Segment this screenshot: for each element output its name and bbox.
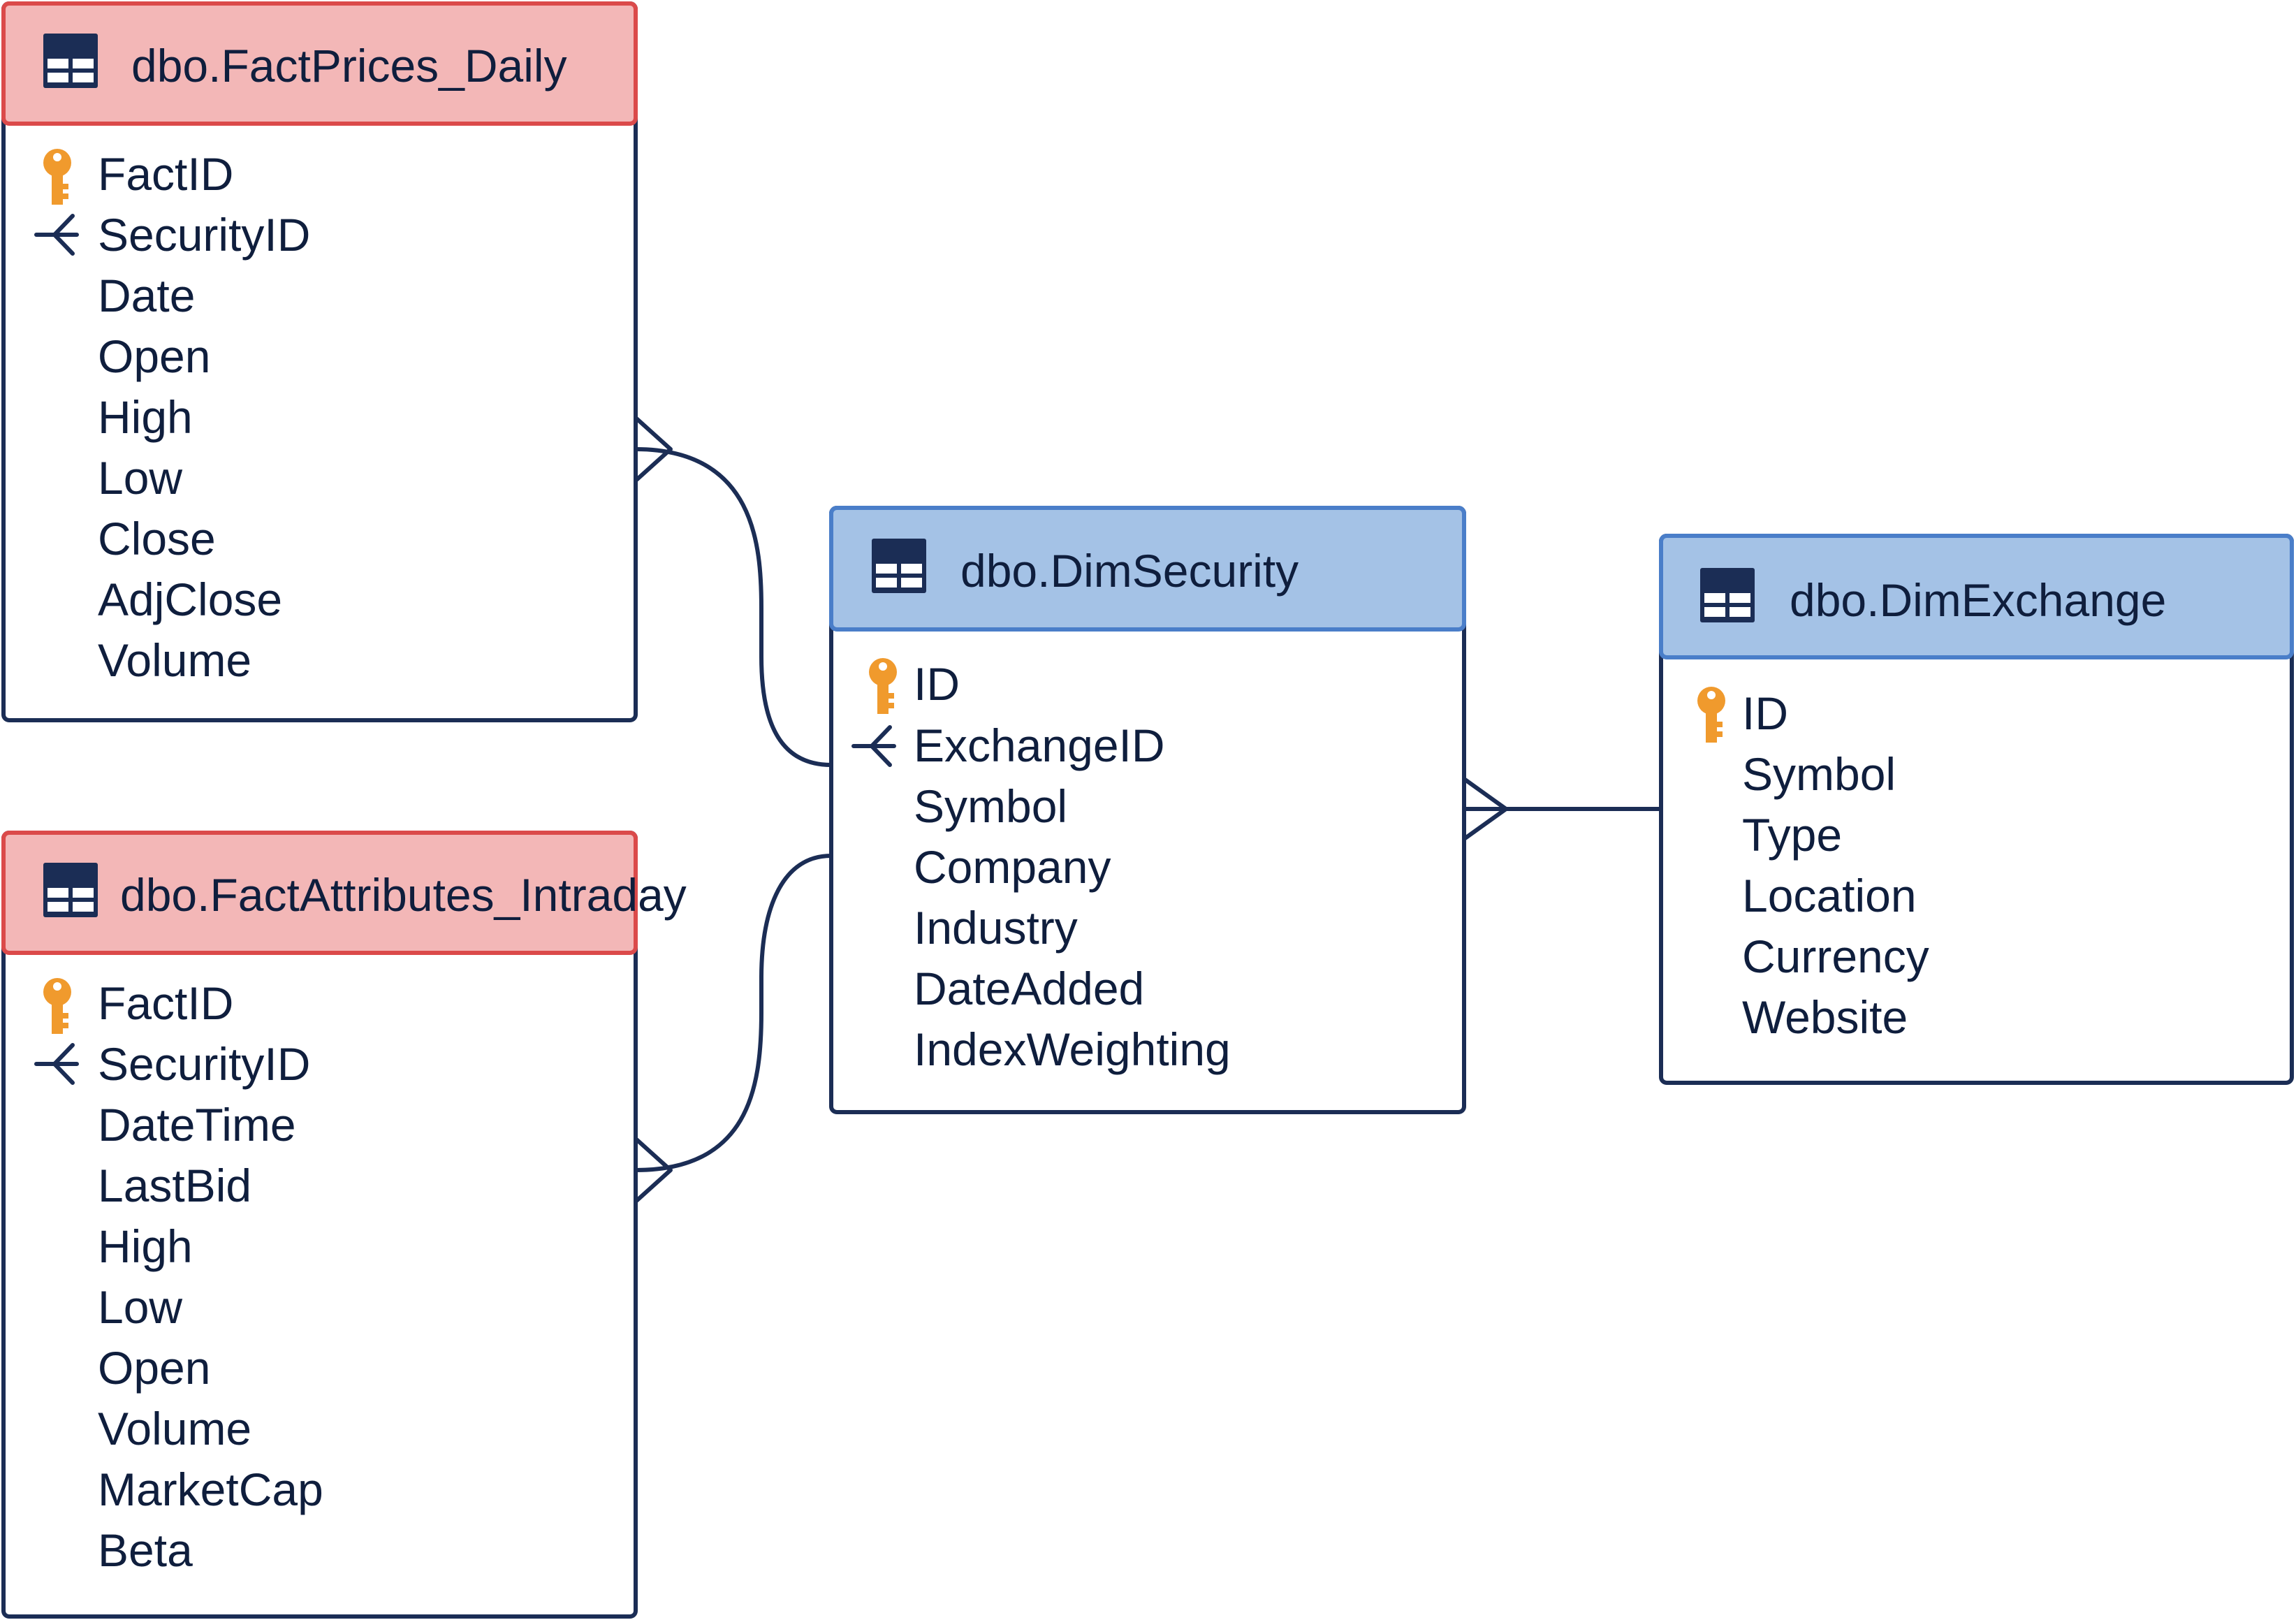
table-title: dbo.DimSecurity xyxy=(960,545,1299,597)
column-name: Website xyxy=(1742,991,1908,1043)
column-name: High xyxy=(98,1220,193,1272)
column-name: AdjClose xyxy=(98,574,282,625)
column-name: Low xyxy=(98,452,182,504)
key-icon xyxy=(1697,687,1725,743)
column-name: High xyxy=(98,391,193,443)
column-name: SecurityID xyxy=(98,209,310,261)
table-header xyxy=(1659,534,2294,659)
column-name: Beta xyxy=(98,1524,193,1576)
table-header xyxy=(829,506,1466,632)
column-name: Location xyxy=(1742,870,1917,921)
crowfoot-prices xyxy=(634,416,673,483)
foreign-key-icon xyxy=(851,725,896,767)
column-name: Symbol xyxy=(914,780,1067,832)
column-name: ID xyxy=(1742,687,1788,739)
column-name: Date xyxy=(98,270,195,321)
relationship-intraday-security xyxy=(634,854,833,1172)
relationship-prices-security xyxy=(634,447,833,767)
table-dim-security[interactable]: dbo.DimSecurity ID ExchangeID Symbol Com… xyxy=(829,506,1466,1114)
foreign-key-icon xyxy=(34,214,79,256)
key-icon xyxy=(43,149,71,205)
table-fact-prices-daily[interactable]: dbo.FactPrices_Daily FactID SecurityID D… xyxy=(1,1,638,722)
relationships xyxy=(634,416,1663,1204)
table-title: dbo.DimExchange xyxy=(1790,574,2166,626)
column-name: ExchangeID xyxy=(914,720,1165,771)
column-name: Company xyxy=(914,841,1111,893)
crowfoot-intraday xyxy=(634,1137,673,1204)
table-title: dbo.FactPrices_Daily xyxy=(131,40,567,92)
table-dim-exchange[interactable]: dbo.DimExchange ID Symbol Type Location … xyxy=(1659,534,2294,1085)
table-header xyxy=(1,831,638,955)
column-name: Currency xyxy=(1742,931,1929,982)
table-grid-icon xyxy=(43,34,98,88)
table-grid-icon xyxy=(1700,568,1755,622)
column-name: Volume xyxy=(98,1403,251,1454)
column-name: LastBid xyxy=(98,1160,251,1211)
table-grid-icon xyxy=(43,863,98,917)
column-name: IndexWeighting xyxy=(914,1023,1231,1075)
column-name: Low xyxy=(98,1281,182,1333)
column-name: Volume xyxy=(98,634,251,686)
crowfoot-security xyxy=(1462,777,1508,841)
column-name: Open xyxy=(98,1342,210,1394)
column-name: DateTime xyxy=(98,1099,296,1151)
column-name: Symbol xyxy=(1742,748,1896,800)
column-name: MarketCap xyxy=(98,1464,323,1515)
column-name: Industry xyxy=(914,902,1078,954)
table-title: dbo.FactAttributes_Intraday xyxy=(120,869,687,921)
key-icon xyxy=(43,978,71,1034)
table-header xyxy=(1,1,638,126)
column-name: SecurityID xyxy=(98,1038,310,1090)
column-name: ID xyxy=(914,658,960,710)
foreign-key-icon xyxy=(34,1043,79,1085)
table-grid-icon xyxy=(872,539,926,593)
column-name: Open xyxy=(98,330,210,382)
column-name: Type xyxy=(1742,809,1842,861)
key-icon xyxy=(869,658,897,714)
column-name: DateAdded xyxy=(914,963,1144,1014)
column-name: FactID xyxy=(98,148,233,200)
table-fact-attributes-intraday[interactable]: dbo.FactAttributes_Intraday FactID Secur… xyxy=(1,831,687,1619)
column-name: FactID xyxy=(98,977,233,1029)
column-name: Close xyxy=(98,513,216,564)
